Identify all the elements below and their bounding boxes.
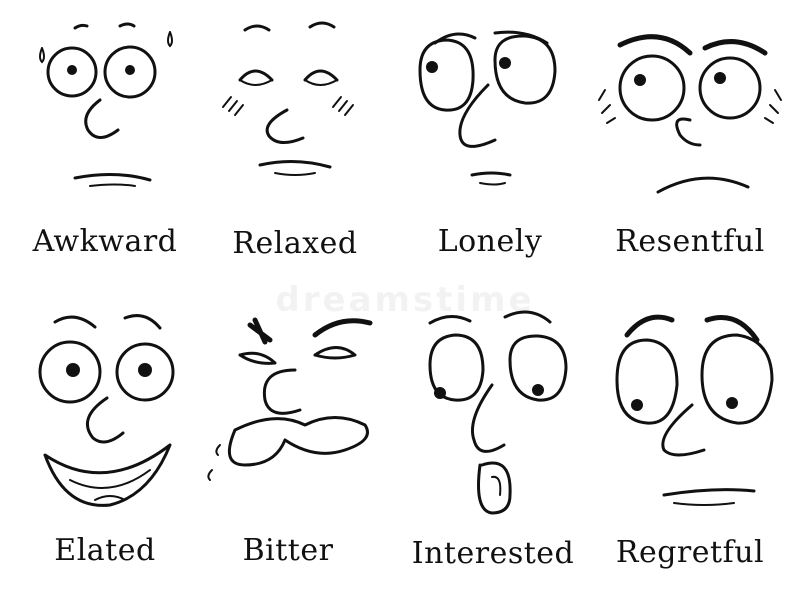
label-lonely: Lonely: [437, 224, 543, 259]
face-regretful: [612, 305, 782, 515]
face-interested: [420, 305, 580, 525]
face-elated: [25, 310, 185, 520]
label-elated: Elated: [54, 533, 156, 568]
label-bitter: Bitter: [242, 533, 334, 568]
watermark: dreamstime: [275, 280, 535, 320]
label-interested: Interested: [411, 536, 575, 571]
face-bitter: [207, 310, 385, 500]
face-awkward: [20, 10, 190, 195]
label-resentful: Resentful: [615, 224, 765, 259]
label-awkward: Awkward: [32, 224, 178, 259]
face-lonely: [410, 15, 570, 195]
face-resentful: [598, 20, 782, 205]
label-regretful: Regretful: [615, 535, 765, 570]
face-relaxed: [215, 15, 365, 195]
label-relaxed: Relaxed: [232, 226, 358, 261]
